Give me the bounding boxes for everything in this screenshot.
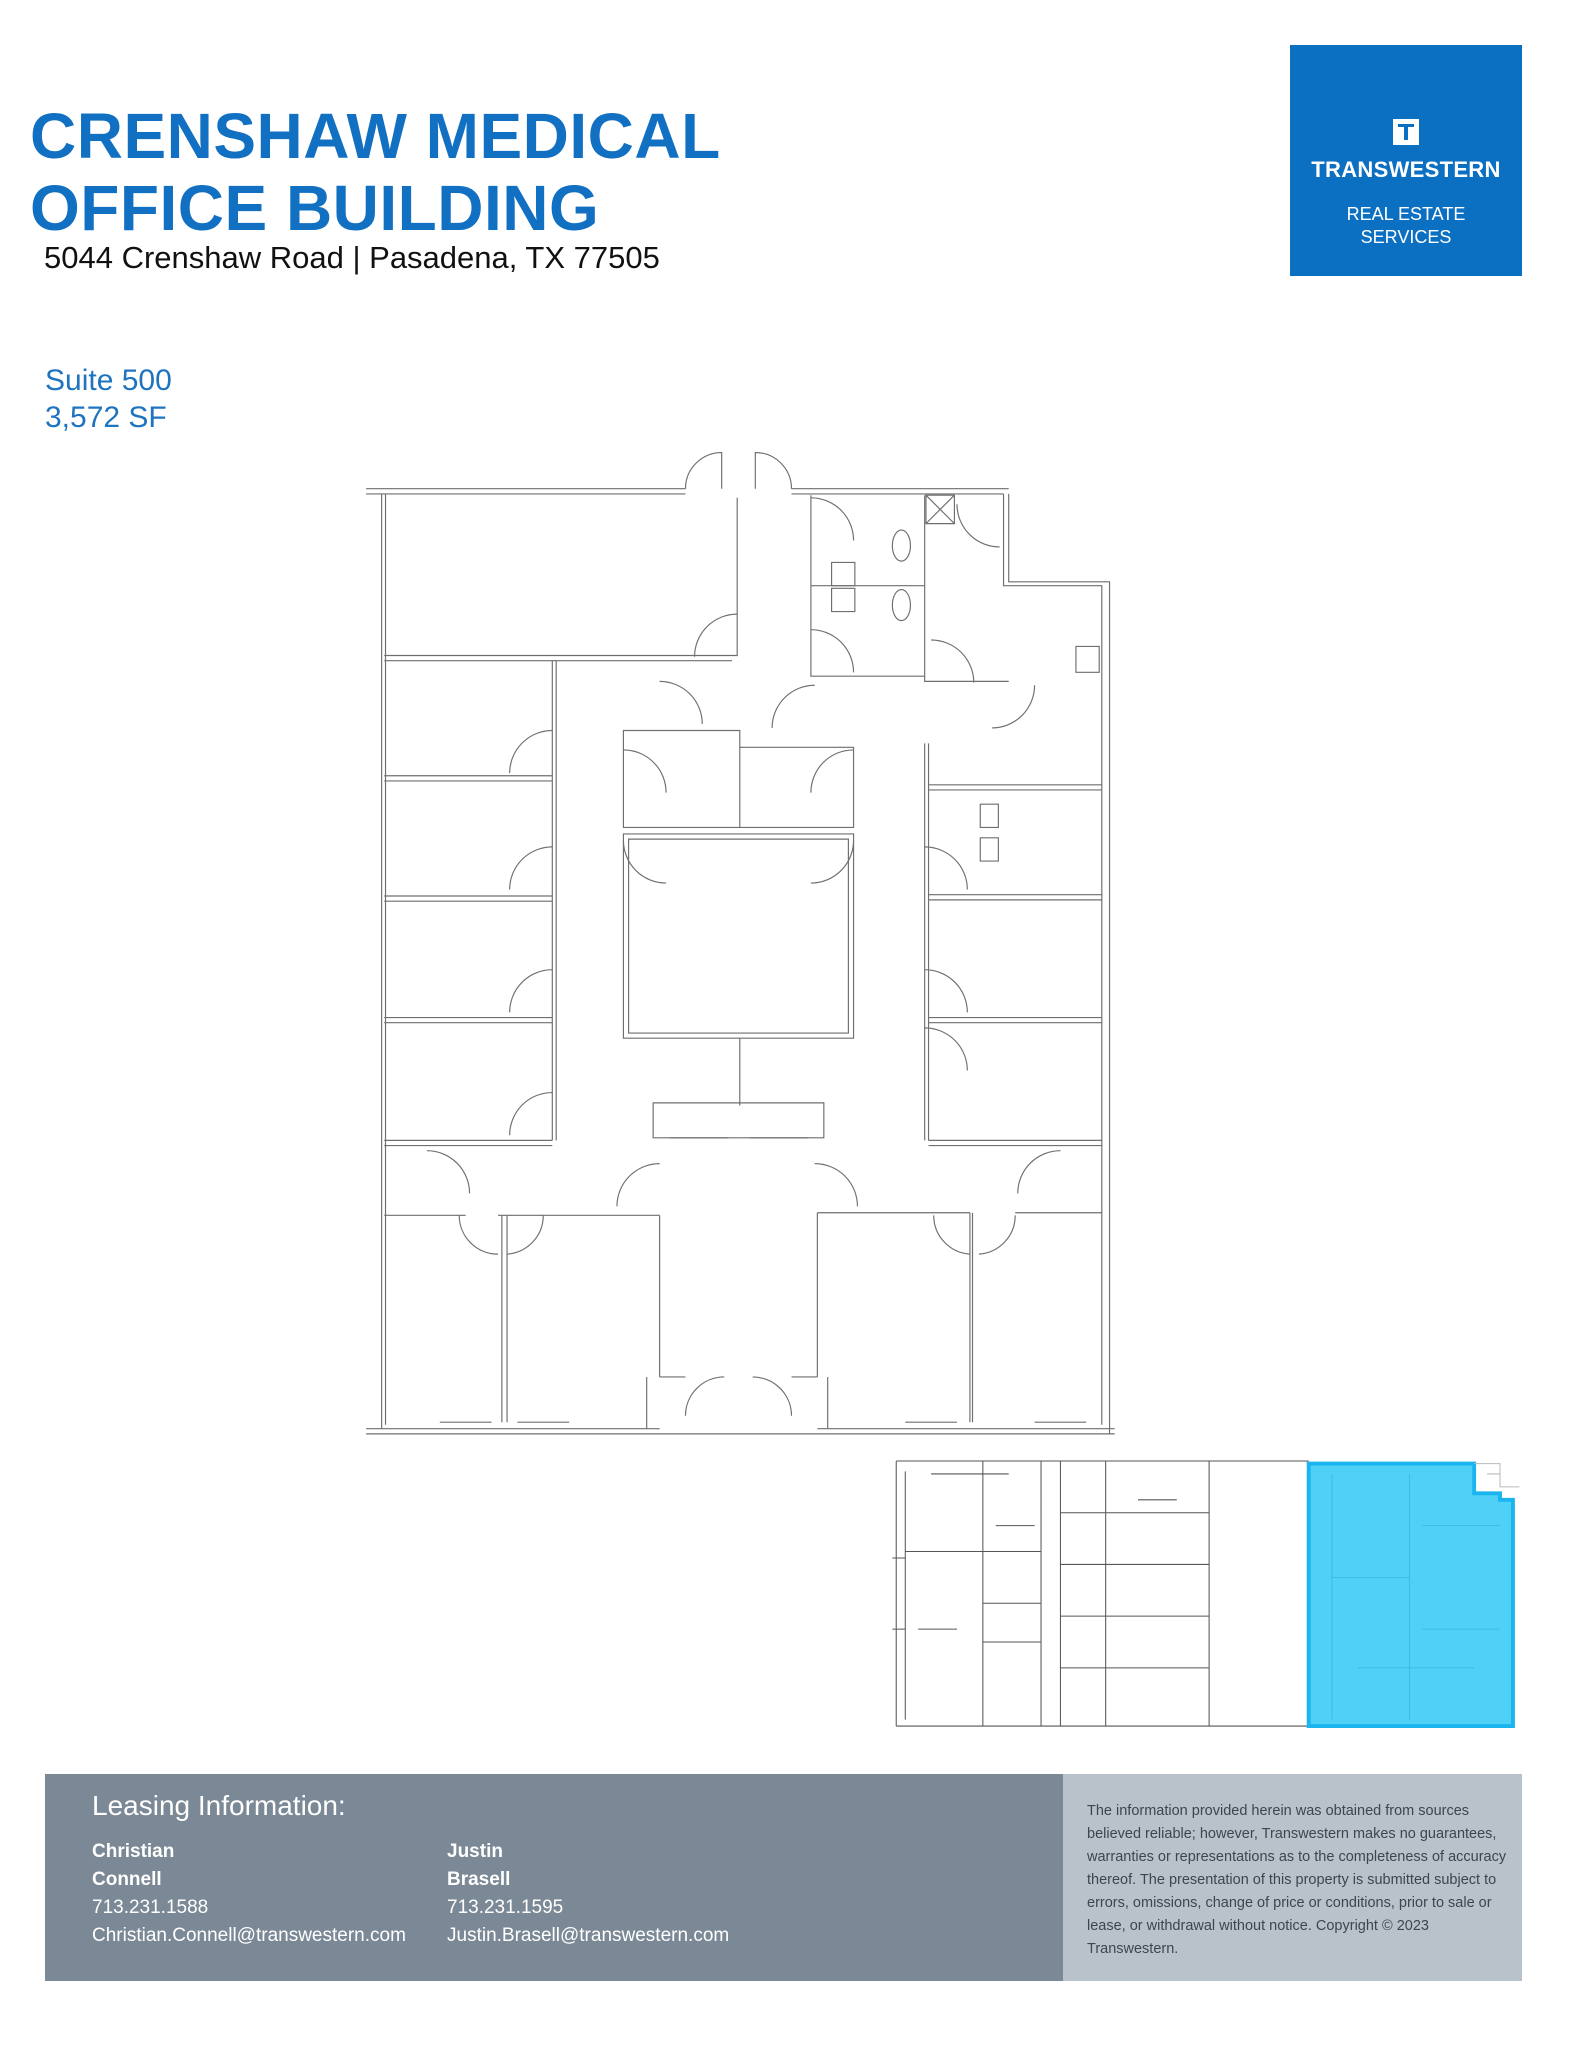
title-line-2: OFFICE BUILDING bbox=[30, 172, 600, 244]
leasing-information-panel: Leasing Information: Christian Connell 7… bbox=[45, 1774, 1063, 1981]
suite-name: Suite 500 bbox=[45, 364, 172, 397]
contact-last-name: Connell bbox=[92, 1869, 162, 1890]
logo-tagline-2: SERVICES bbox=[1360, 227, 1452, 247]
logo-tagline: REAL ESTATE SERVICES bbox=[1290, 203, 1522, 249]
contact-email[interactable]: Justin.Brasell@transwestern.com bbox=[447, 1925, 730, 1946]
transwestern-logo: TRANSWESTERN REAL ESTATE SERVICES bbox=[1290, 45, 1522, 276]
contact-first-name: Justin bbox=[447, 1841, 503, 1862]
leasing-heading: Leasing Information: bbox=[92, 1790, 346, 1821]
address: 5044 Crenshaw Road | Pasadena, TX 77505 bbox=[44, 240, 660, 275]
suite-highlight bbox=[1306, 1461, 1515, 1729]
logo-tagline-1: REAL ESTATE bbox=[1346, 204, 1466, 224]
contact-phone[interactable]: 713.231.1595 bbox=[447, 1897, 564, 1918]
page-title: CRENSHAW MEDICAL OFFICE BUILDING bbox=[30, 100, 721, 244]
suite-area: 3,572 SF bbox=[45, 401, 167, 434]
contact-card: Justin Brasell 713.231.1595 Justin.Brase… bbox=[447, 1838, 729, 1950]
suite-floor-plan bbox=[366, 451, 1115, 1435]
title-line-1: CRENSHAW MEDICAL bbox=[30, 100, 721, 172]
disclaimer-panel: The information provided herein was obta… bbox=[1063, 1774, 1522, 1981]
disclaimer-text: The information provided herein was obta… bbox=[1087, 1803, 1507, 1957]
contact-phone[interactable]: 713.231.1588 bbox=[92, 1897, 209, 1918]
contact-first-name: Christian bbox=[92, 1841, 175, 1862]
contact-email[interactable]: Christian.Connell@transwestern.com bbox=[92, 1925, 406, 1946]
contact-card: Christian Connell 713.231.1588 Christian… bbox=[92, 1838, 406, 1950]
key-plan bbox=[892, 1460, 1520, 1729]
logo-brand: TRANSWESTERN bbox=[1311, 157, 1501, 182]
contact-last-name: Brasell bbox=[447, 1869, 511, 1890]
suite-info: Suite 500 3,572 SF bbox=[45, 362, 172, 436]
logo-t-icon bbox=[1393, 119, 1419, 145]
